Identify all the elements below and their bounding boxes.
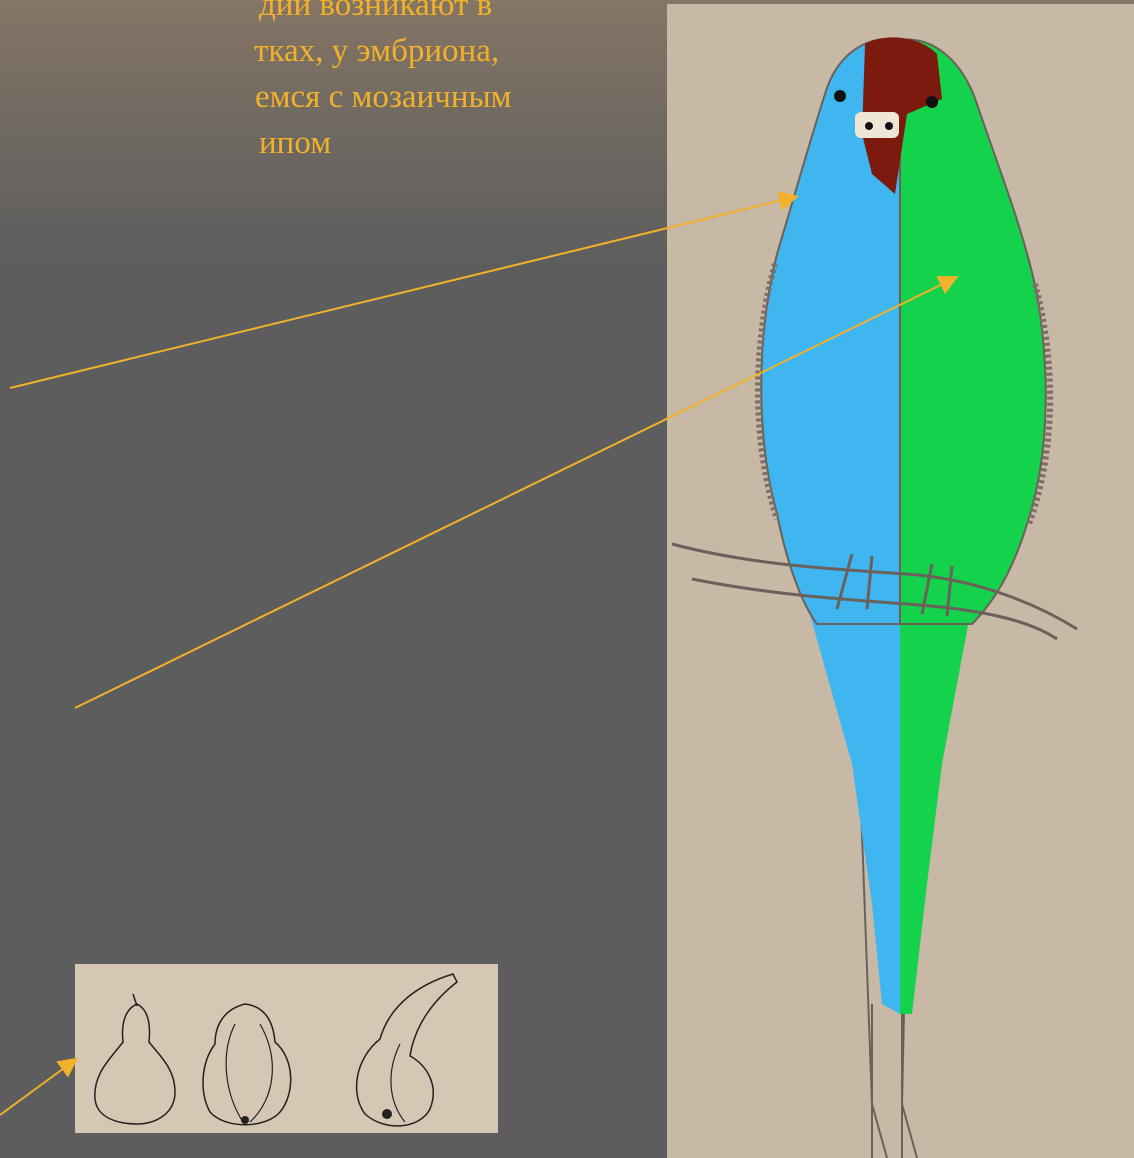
- arrow-to-pears: [0, 1060, 75, 1115]
- caption-line: емся с мозаичным: [255, 74, 512, 120]
- parrot-illustration: [667, 4, 1134, 1158]
- caption-line: ипом: [259, 120, 331, 166]
- caption-text: дии возникают в тках, у эмбриона, емся с…: [0, 0, 660, 230]
- caption-line: тках, у эмбриона,: [254, 28, 499, 74]
- pear-outlines-illustration: [75, 964, 498, 1133]
- caption-line: дии возникают в: [259, 0, 492, 28]
